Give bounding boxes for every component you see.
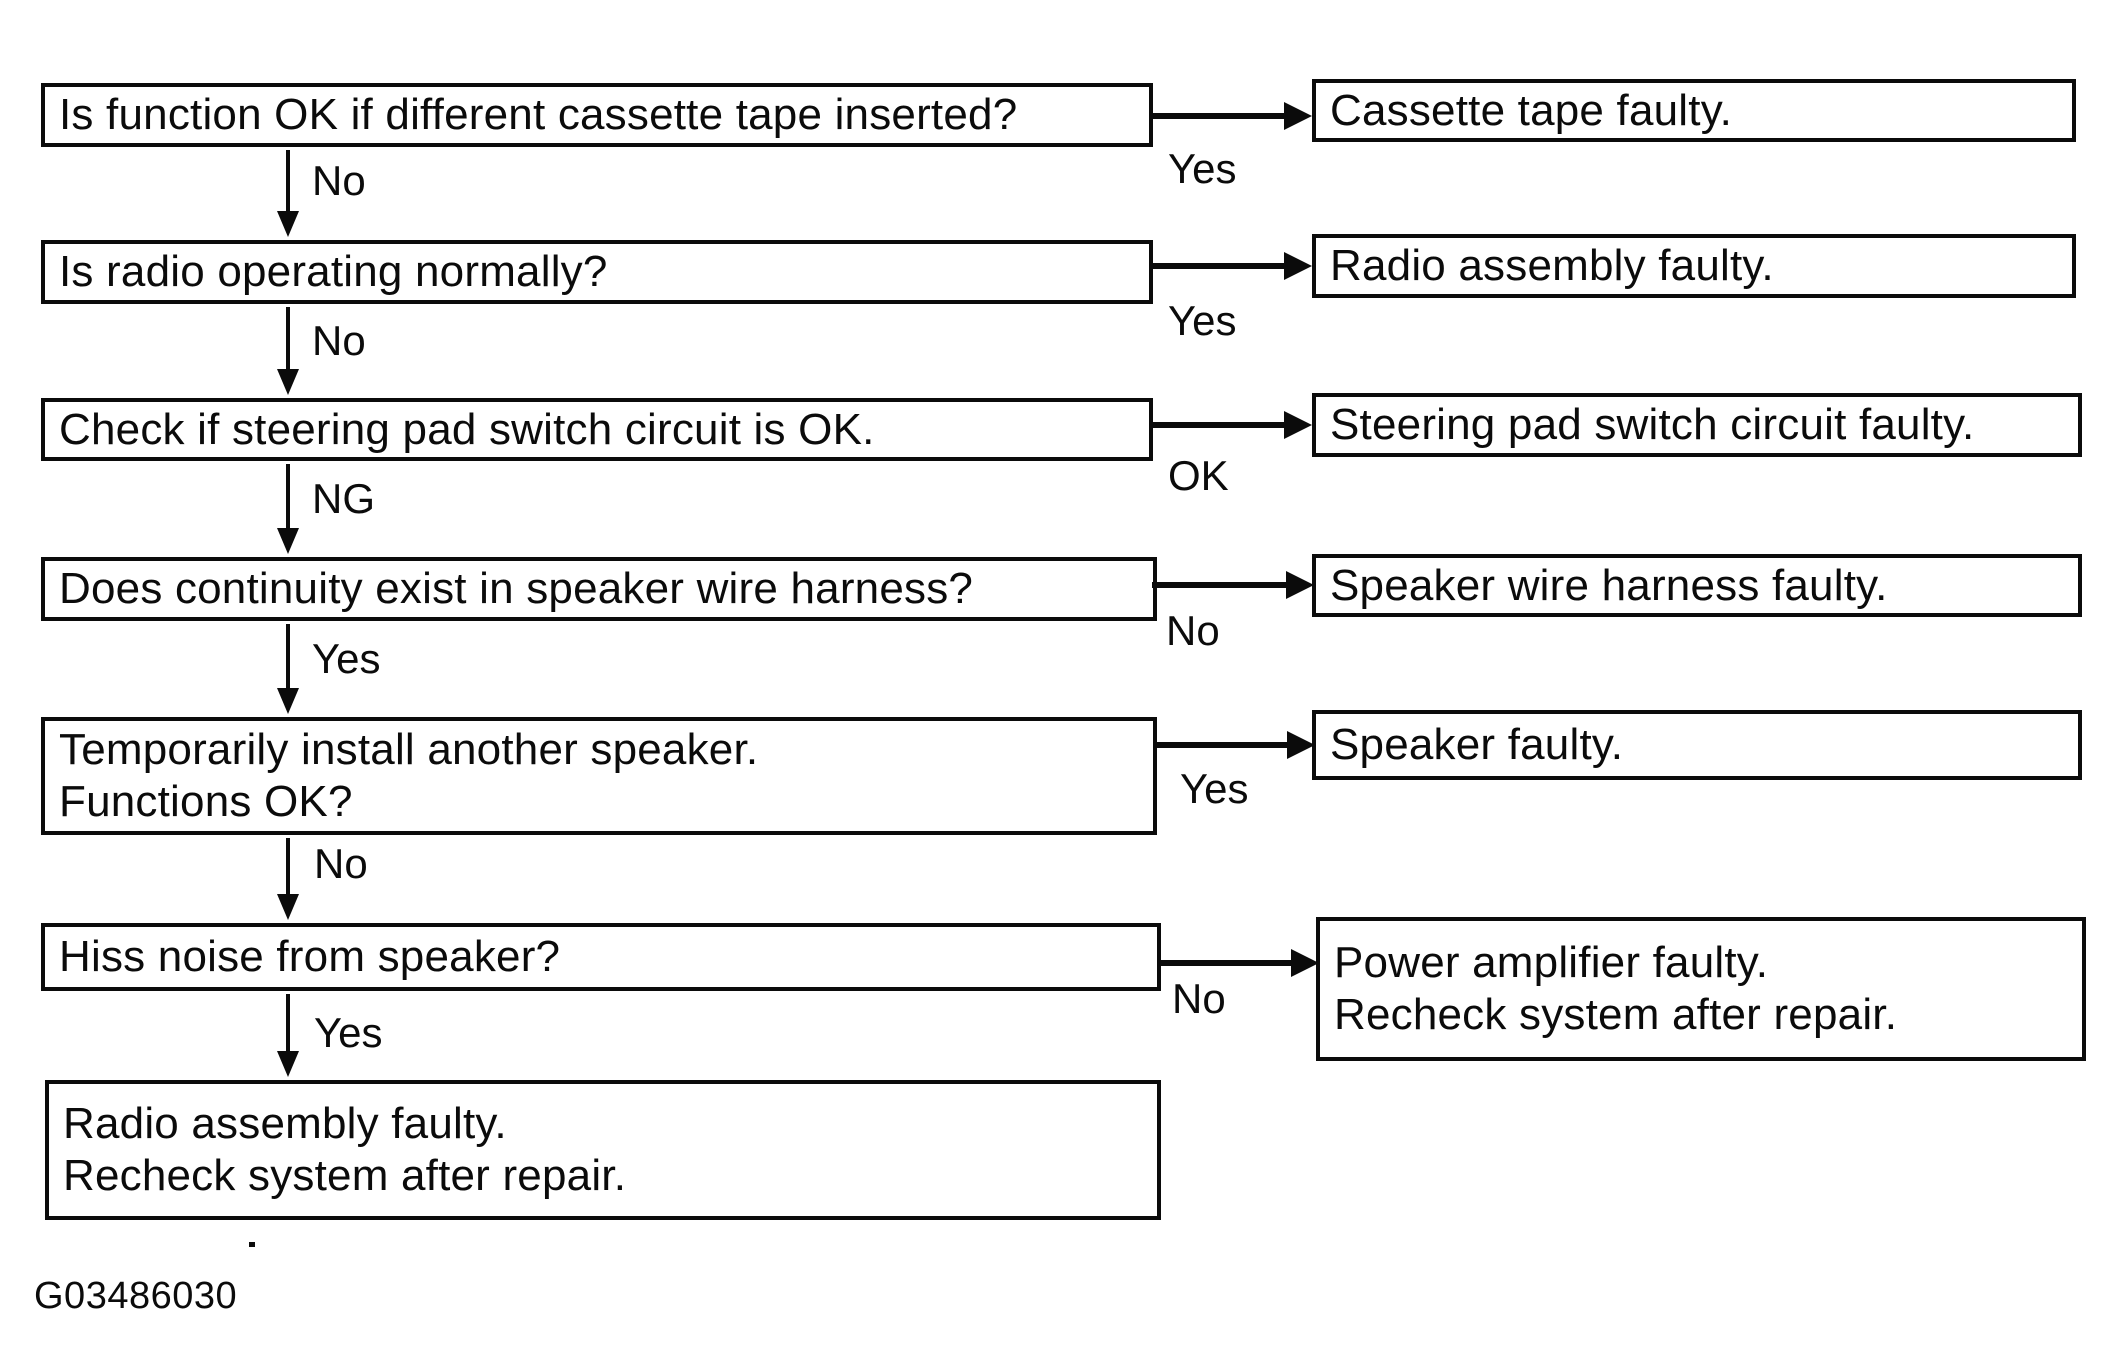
question-box-speaker-harness-continuity: Does continuity exist in speaker wire ha… (41, 557, 1157, 621)
arrow-right-4-head (1286, 571, 1314, 599)
arrow-down-6-label: Yes (314, 1009, 383, 1056)
result-box-speaker-harness: Speaker wire harness faulty. (1312, 554, 2082, 617)
arrow-right-2-line (1150, 263, 1290, 269)
question-box-radio-operating: Is radio operating normally? (41, 240, 1153, 304)
question-text: Check if steering pad switch circuit is … (59, 404, 875, 454)
arrow-down-2-label: No (312, 317, 366, 364)
arrow-right-3-label: OK (1168, 452, 1229, 499)
question-box-hiss-noise: Hiss noise from speaker? (41, 923, 1161, 991)
arrow-right-1-head (1284, 102, 1312, 130)
question-text: Is function OK if different cassette tap… (59, 90, 1018, 140)
arrow-right-6-line (1157, 960, 1297, 966)
arrow-right-5-head (1287, 731, 1315, 759)
arrow-down-1-line (286, 150, 290, 214)
result-text: Radio assembly faulty. (1330, 241, 1774, 291)
arrow-down-1-head (277, 211, 299, 237)
arrow-down-4-label: Yes (312, 635, 381, 682)
question-box-steering-pad-circuit: Check if steering pad switch circuit is … (41, 398, 1153, 461)
result-text-line1: Power amplifier faulty. (1334, 938, 1769, 988)
result-text-line2: Recheck system after repair. (63, 1151, 627, 1200)
arrow-right-1-line (1150, 113, 1290, 119)
arrow-right-3-line (1150, 422, 1290, 428)
arrow-right-5-label: Yes (1180, 765, 1249, 812)
result-text: Speaker faulty. (1330, 720, 1624, 770)
arrow-right-1-label: Yes (1168, 145, 1237, 192)
figure-code: G03486030 (34, 1275, 238, 1317)
arrow-right-6-head (1291, 949, 1319, 977)
arrow-down-4-head (277, 688, 299, 714)
question-box-cassette-tape: Is function OK if different cassette tap… (41, 83, 1153, 147)
scan-artifact-dot (249, 1242, 255, 1247)
arrow-down-6-line (286, 994, 290, 1052)
question-box-install-another-speaker: Temporarily install another speaker. Fun… (41, 717, 1157, 835)
result-text: Steering pad switch circuit faulty. (1330, 400, 1975, 450)
result-text: Cassette tape faulty. (1330, 85, 1733, 135)
arrow-down-6-head (277, 1051, 299, 1077)
result-box-power-amplifier: Power amplifier faulty. Recheck system a… (1316, 917, 2086, 1061)
result-box-speaker: Speaker faulty. (1312, 710, 2082, 780)
arrow-right-5-line (1153, 742, 1293, 748)
arrow-down-5-line (286, 838, 290, 896)
arrow-right-4-label: No (1166, 607, 1220, 654)
result-box-radio-assembly-final: Radio assembly faulty. Recheck system af… (45, 1080, 1161, 1220)
arrow-down-1-label: No (312, 157, 366, 204)
question-text: Hiss noise from speaker? (59, 932, 561, 982)
result-box-steering-pad-circuit: Steering pad switch circuit faulty. (1312, 393, 2082, 457)
result-text-line1: Radio assembly faulty. (63, 1099, 507, 1149)
arrow-right-6-label: No (1172, 975, 1226, 1022)
arrow-down-5-head (277, 894, 299, 920)
arrow-right-2-label: Yes (1168, 297, 1237, 344)
result-text-line2: Recheck system after repair. (1334, 990, 1898, 1039)
result-box-radio-assembly: Radio assembly faulty. (1312, 234, 2076, 298)
arrow-down-2-head (277, 369, 299, 395)
result-text: Speaker wire harness faulty. (1330, 560, 1888, 610)
arrow-down-3-head (277, 528, 299, 554)
arrow-right-3-head (1284, 411, 1312, 439)
question-text: Is radio operating normally? (59, 247, 608, 297)
arrow-down-3-line (286, 464, 290, 528)
arrow-down-4-line (286, 624, 290, 688)
question-text-line2: Functions OK? (59, 777, 353, 826)
question-text: Does continuity exist in speaker wire ha… (59, 564, 974, 614)
arrow-down-5-label: No (314, 840, 368, 887)
question-text-line1: Temporarily install another speaker. (59, 725, 759, 775)
result-box-cassette-tape: Cassette tape faulty. (1312, 79, 2076, 142)
arrow-down-2-line (286, 307, 290, 371)
arrow-right-2-head (1284, 252, 1312, 280)
arrow-down-3-label: NG (312, 475, 375, 522)
arrow-right-4-line (1152, 582, 1292, 588)
